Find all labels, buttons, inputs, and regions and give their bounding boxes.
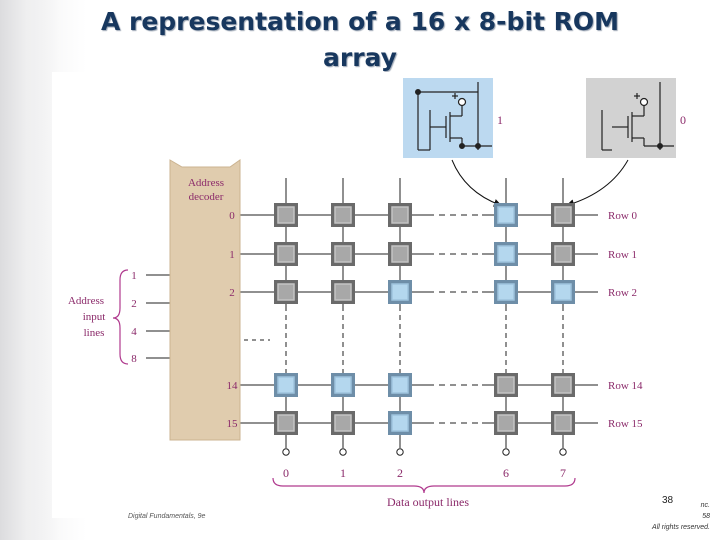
rom-array-diagram: Address decoder Address input lines [68,78,686,509]
memory-cell-zero [551,411,575,435]
legend-one-label: 1 [497,113,503,127]
decoder-output-number: 2 [229,287,235,299]
memory-cell-one [551,280,575,304]
memory-cell-zero [274,242,298,266]
legend-zero-arrow [566,159,629,208]
slide-title-line2: array [323,43,397,72]
legend-zero-transistor [601,82,674,151]
memory-cell-one [494,203,518,227]
address-input-bracket [112,269,129,365]
memory-cell-one [388,373,412,397]
decoder-output-number: 14 [227,380,239,392]
decoder-output-number: 0 [229,210,235,222]
decoder-output-number: 15 [227,418,239,430]
memory-cell-one [388,411,412,435]
address-inputs: Address input lines [68,269,129,365]
column-label: 2 [397,466,403,480]
decoder-block [169,159,241,441]
data-output-bracket [272,477,576,494]
memory-cell-one [388,280,412,304]
footer-left-text: Digital Fundamentals, 9e [128,513,206,520]
memory-cell-one [274,373,298,397]
data-output: Data output lines [272,477,576,509]
memory-cell-zero [331,280,355,304]
address-input-number: 4 [131,326,137,338]
memory-cell-zero [388,242,412,266]
footer-right-text: nc. 58 All rights reserved. [630,500,710,533]
footer-right-line2: 58 [702,513,710,520]
output-terminal [339,448,347,456]
address-label-line2: input [83,311,106,323]
output-terminal [559,448,567,456]
column-label: 1 [340,466,346,480]
bit-legend: 1 0 [403,78,686,208]
memory-cell-zero [331,203,355,227]
output-terminal [396,448,404,456]
address-label-line1: Address [68,295,104,307]
row-label: Row 15 [608,418,643,430]
address-input-number: 8 [131,353,137,365]
memory-cell-zero [551,203,575,227]
decoder-label-line1: Address [188,177,224,189]
memory-cell-zero [551,373,575,397]
memory-cell-zero [551,242,575,266]
footer-right-line1: nc. [700,502,710,509]
address-input-number: 2 [131,298,137,310]
memory-cell-zero [494,373,518,397]
slide-title: A representation of a 16 x 8-bit ROM arr… [0,4,720,76]
slide-number: 38 [662,495,674,506]
decoder-label-line2: decoder [189,191,224,203]
legend-zero-label: 0 [680,113,686,127]
slide-title-line1: A representation of a 16 x 8-bit ROM [100,7,620,36]
memory-cell-zero [274,203,298,227]
address-decoder: Address decoder [169,159,241,441]
memory-cells [274,203,575,435]
legend-one-arrow [451,159,502,207]
diagram-panel: Address decoder Address input lines [52,72,697,518]
memory-cell-zero [388,203,412,227]
output-terminal [282,448,290,456]
row-label: Row 2 [608,287,637,299]
legend-one-transistor [415,82,492,151]
memory-cell-one [494,280,518,304]
column-label: 6 [503,466,509,480]
memory-cell-zero [494,411,518,435]
data-output-label: Data output lines [387,495,469,509]
memory-cell-zero [331,411,355,435]
memory-cell-one [494,242,518,266]
memory-cell-zero [274,280,298,304]
row-label: Row 1 [608,249,637,261]
memory-cell-zero [331,242,355,266]
row-label: Row 14 [608,380,643,392]
memory-cell-one [331,373,355,397]
output-terminal [502,448,510,456]
memory-cell-zero [274,411,298,435]
decoder-output-number: 1 [229,249,235,261]
address-input-number: 1 [131,270,137,282]
row-label: Row 0 [608,210,638,222]
footer-right-line3: All rights reserved. [652,524,710,531]
column-label: 0 [283,466,289,480]
page-curl-decoration [0,0,60,540]
address-label-line3: lines [84,327,105,339]
column-label: 7 [560,466,566,480]
